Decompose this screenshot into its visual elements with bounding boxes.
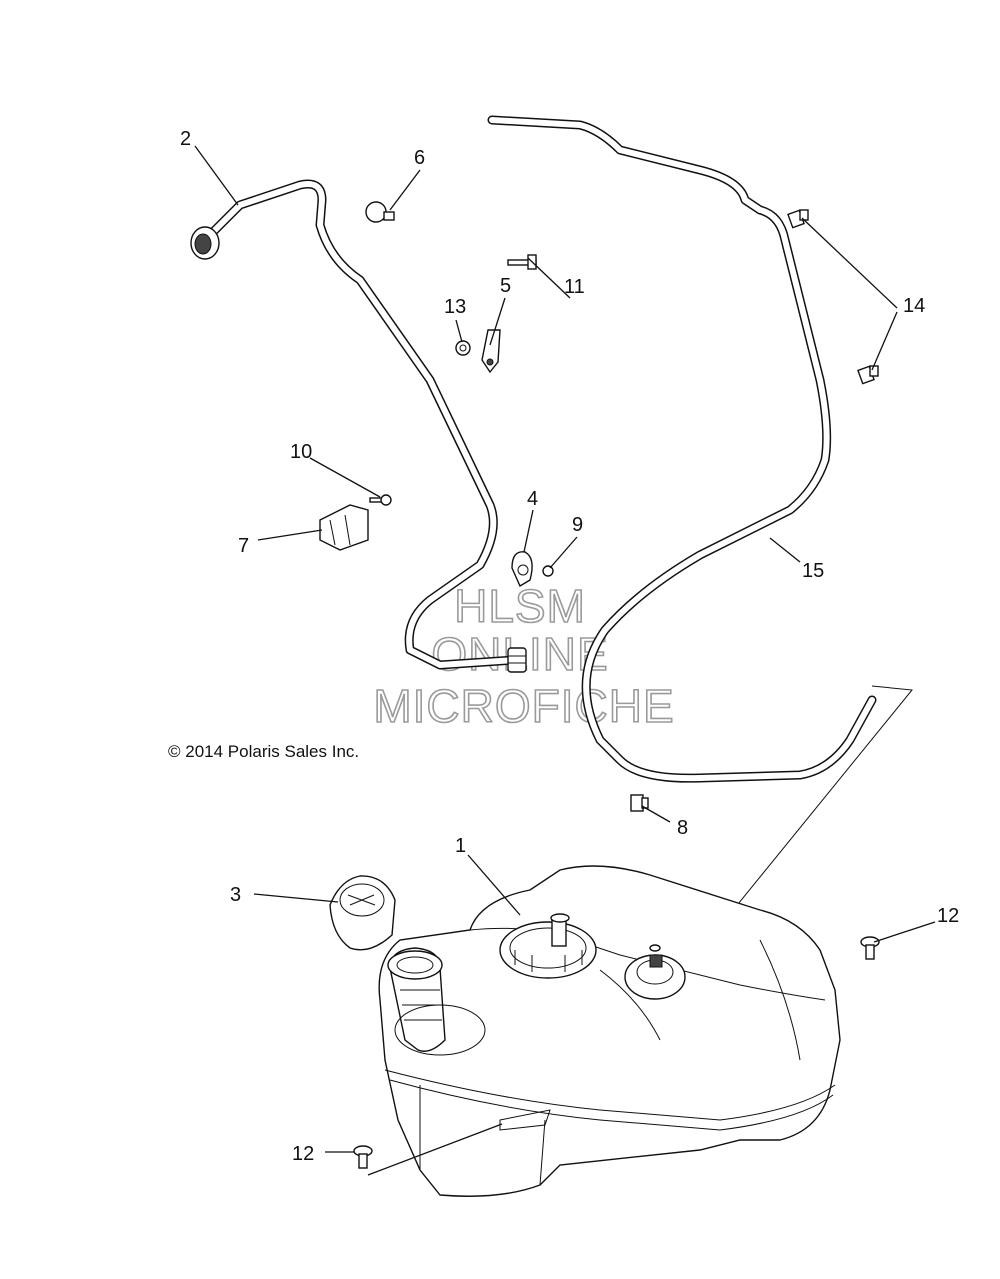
clip-14-upper — [787, 209, 809, 229]
hose-15-end-flag — [659, 685, 913, 1001]
fuel-cap — [329, 875, 396, 951]
callout-8: 8 — [677, 817, 688, 839]
clamp-4 — [511, 551, 533, 588]
callout-13: 13 — [444, 296, 466, 318]
callout-12-right: 12 — [937, 905, 959, 927]
callouts: 2 6 5 11 13 14 10 4 9 7 15 8 1 3 12 12 — [180, 128, 959, 1165]
callout-9: 9 — [572, 514, 583, 536]
filler-neck — [387, 947, 486, 1056]
watermark-line1: HLSM — [454, 580, 586, 632]
callout-4: 4 — [527, 488, 538, 510]
callout-14: 14 — [903, 295, 925, 317]
clip-14-lower — [857, 365, 879, 385]
callout-1: 1 — [455, 835, 466, 857]
fuel-tank — [378, 865, 841, 1197]
rollover-valve — [624, 944, 686, 1000]
vent-hose-15 — [487, 115, 877, 783]
clip-7 — [319, 504, 369, 551]
callout-12-left: 12 — [292, 1143, 314, 1165]
nut-9 — [542, 565, 554, 577]
callout-3: 3 — [230, 884, 241, 906]
hose-connector — [190, 226, 527, 673]
callout-2: 2 — [180, 128, 191, 150]
callout-10: 10 — [290, 441, 312, 463]
nut-13 — [455, 340, 471, 356]
callout-7: 7 — [238, 535, 249, 557]
bracket-6 — [365, 201, 395, 223]
callout-5: 5 — [500, 275, 511, 297]
vent-hose-2 — [200, 179, 520, 670]
fuel-pump-flange — [499, 913, 597, 979]
watermark-line3: MICROFICHE — [373, 680, 674, 732]
copyright-text: © 2014 Polaris Sales Inc. — [168, 742, 359, 761]
screw-12-right — [860, 936, 880, 960]
leader-lines — [194, 145, 936, 1176]
callout-15: 15 — [802, 560, 824, 582]
callout-11: 11 — [564, 276, 585, 298]
callout-6: 6 — [414, 147, 425, 169]
screw-12-left — [353, 1145, 373, 1169]
screw-10 — [369, 494, 392, 506]
clip-5 — [481, 329, 501, 374]
